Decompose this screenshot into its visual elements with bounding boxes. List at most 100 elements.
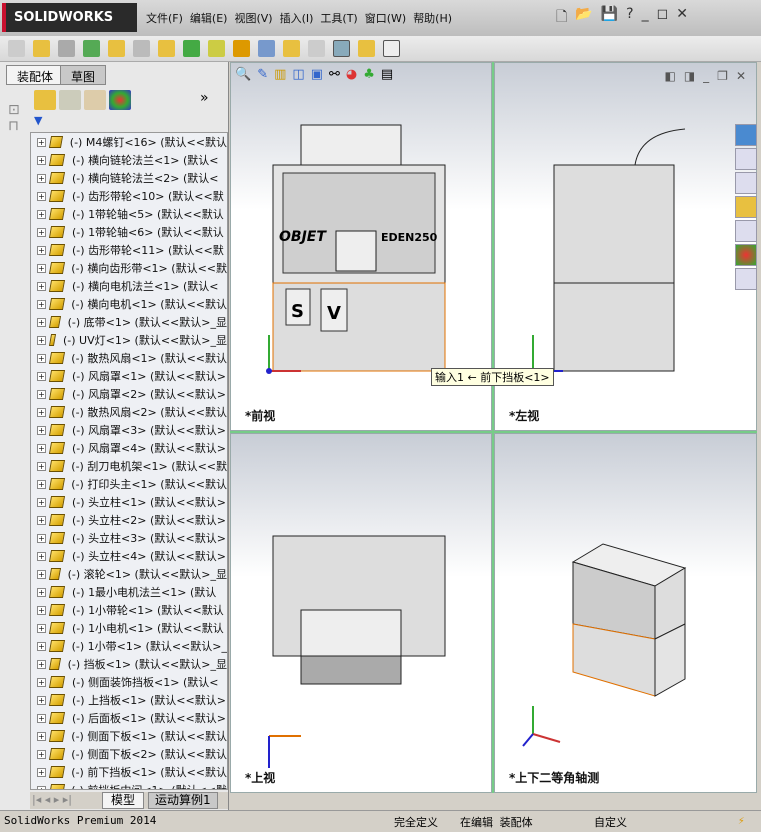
tile-left-icon[interactable]: ◧ [664, 69, 676, 83]
tab-assembly[interactable]: 装配体 [6, 65, 65, 85]
tree-item[interactable]: +(-) 风扇罩<4> (默认<<默认> [31, 439, 227, 457]
expand-icon[interactable]: + [37, 749, 46, 759]
display-style-icon[interactable]: ⚯ [328, 67, 340, 82]
expand-icon[interactable]: + [37, 353, 46, 363]
expand-icon[interactable]: + [37, 659, 46, 669]
tree-item[interactable]: +(-) 散热风扇<2> (默认<<默认 [31, 403, 227, 421]
expand-icon[interactable]: + [37, 137, 46, 147]
tree-item[interactable]: +(-) M4螺钉<16> (默认<<默认 [31, 133, 227, 151]
menu-window[interactable]: 窗口(W) [364, 12, 407, 25]
expand-icon[interactable]: + [37, 713, 46, 723]
expand-icon[interactable]: + [37, 263, 46, 273]
feature-manager-icon[interactable] [34, 90, 56, 110]
exploded-view-icon[interactable] [283, 40, 300, 57]
tree-item[interactable]: +(-) 风扇罩<2> (默认<<默认> [31, 385, 227, 403]
tree-item[interactable]: +(-) 头立柱<2> (默认<<默认> [31, 511, 227, 529]
expand-icon[interactable]: + [37, 299, 46, 309]
custom-properties-icon[interactable] [735, 268, 757, 290]
filter-icon[interactable]: ▼ [34, 114, 43, 127]
tree-item[interactable]: +(-) 1带轮轴<5> (默认<<默认 [31, 205, 227, 223]
home-icon[interactable] [735, 148, 757, 170]
show-hidden-icon[interactable] [158, 40, 175, 57]
new-motion-study-icon[interactable] [233, 40, 250, 57]
component-icon[interactable] [8, 40, 25, 57]
tree-item[interactable]: +(-) 后面板<1> (默认<<默认> [31, 709, 227, 727]
expand-icon[interactable]: + [37, 767, 46, 777]
tree-item[interactable]: +(-) 1小电机<1> (默认<<默认 [31, 619, 227, 637]
tree-item[interactable]: +(-) 横向电机法兰<1> (默认< [31, 277, 227, 295]
menu-help[interactable]: 帮助(H) [413, 12, 453, 25]
expand-icon[interactable]: + [37, 209, 46, 219]
expand-icon[interactable]: + [37, 551, 46, 561]
expand-icon[interactable]: + [37, 587, 46, 597]
status-units[interactable]: 自定义 [594, 816, 627, 829]
tab-motion-study[interactable]: 运动算例1 [148, 792, 218, 809]
sheet-icon[interactable] [383, 40, 400, 57]
expand-icon[interactable]: + [37, 281, 46, 291]
viewport-isometric[interactable]: *上下二等角轴测 [494, 433, 757, 793]
tree-item[interactable]: +(-) 侧面下板<1> (默认<<默认 [31, 727, 227, 745]
expand-icon[interactable]: + [37, 695, 46, 705]
expand-icon[interactable]: + [37, 389, 46, 399]
sketch-tools-icon[interactable]: ⊡⊓ [8, 102, 20, 134]
tree-item[interactable]: +(-) 横向链轮法兰<1> (默认< [31, 151, 227, 169]
expand-icon[interactable]: + [37, 317, 46, 327]
tree-item[interactable]: +(-) 风扇罩<1> (默认<<默认> [31, 367, 227, 385]
tree-item[interactable]: +(-) UV灯<1> (默认<<默认>_显 [31, 331, 227, 349]
bill-of-materials-icon[interactable] [258, 40, 275, 57]
expand-icon[interactable]: + [37, 497, 46, 507]
tree-item[interactable]: +(-) 横向齿形带<1> (默认<<默 [31, 259, 227, 277]
expand-icon[interactable]: + [37, 407, 46, 417]
mate-icon[interactable] [58, 40, 75, 57]
previous-view-icon[interactable]: ▥ [274, 67, 287, 82]
viewport-top[interactable]: *上视 [230, 433, 492, 793]
expand-icon[interactable]: + [37, 533, 46, 543]
tree-item[interactable]: +(-) 侧面装饰挡板<1> (默认< [31, 673, 227, 691]
expand-chevron-icon[interactable]: » [200, 90, 209, 106]
tree-item[interactable]: +(-) 散热风扇<1> (默认<<默认 [31, 349, 227, 367]
menu-file[interactable]: 文件(F) [146, 12, 183, 25]
tree-item[interactable]: +(-) 上挡板<1> (默认<<默认> [31, 691, 227, 709]
section-view-icon[interactable]: ◫ [292, 67, 305, 82]
smart-fasteners-icon[interactable] [108, 40, 125, 57]
tree-item[interactable]: +(-) 滚轮<1> (默认<<默认>_显 [31, 565, 227, 583]
interference-icon[interactable] [358, 40, 375, 57]
close-icon[interactable]: ✕ [676, 6, 688, 22]
tree-item[interactable]: +(-) 头立柱<3> (默认<<默认> [31, 529, 227, 547]
minimize-icon[interactable]: _ [703, 69, 710, 83]
expand-icon[interactable]: + [37, 155, 46, 165]
expand-icon[interactable]: + [37, 515, 46, 525]
tree-item[interactable]: +(-) 底带<1> (默认<<默认>_显 [31, 313, 227, 331]
expand-icon[interactable]: + [37, 371, 46, 381]
move-component-icon[interactable] [133, 40, 150, 57]
expand-icon[interactable]: + [37, 641, 46, 651]
save-icon[interactable]: 💾 [600, 6, 619, 22]
tree-item[interactable]: +(-) 侧面下板<2> (默认<<默认 [31, 745, 227, 763]
view-palette-icon[interactable] [735, 220, 757, 242]
tree-item[interactable]: +(-) 1最小电机法兰<1> (默认 [31, 583, 227, 601]
viewport-front[interactable]: 🔍 ✎ ▥ ◫ ▣ ⚯ ◕ ♣ ▤ OBJET EDEN250 S V *前视 [230, 62, 492, 431]
design-library-icon[interactable] [735, 172, 757, 194]
tree-item[interactable]: +(-) 1小带轮<1> (默认<<默认 [31, 601, 227, 619]
tree-item[interactable]: +(-) 横向电机<1> (默认<<默认 [31, 295, 227, 313]
menu-insert[interactable]: 插入(I) [279, 12, 314, 25]
help-icon[interactable]: ? [626, 6, 634, 22]
close-icon[interactable]: ✕ [735, 69, 746, 83]
expand-icon[interactable]: + [37, 569, 46, 579]
expand-icon[interactable]: + [37, 479, 46, 489]
expand-icon[interactable]: + [37, 443, 46, 453]
view-settings-icon[interactable]: ▤ [380, 67, 394, 82]
horizontal-splitter[interactable] [230, 431, 757, 433]
new-document-icon[interactable]: 🗋 [556, 9, 568, 25]
view-orientation-icon[interactable]: ▣ [310, 67, 323, 82]
file-explorer-icon[interactable] [735, 196, 757, 218]
expand-icon[interactable]: + [37, 785, 46, 789]
expand-icon[interactable]: + [37, 461, 46, 471]
rebuild-icon[interactable]: ⚡ [738, 814, 745, 827]
appearances-icon[interactable] [735, 244, 757, 266]
expand-icon[interactable]: + [37, 191, 46, 201]
expand-icon[interactable]: + [37, 731, 46, 741]
minimize-icon[interactable]: _ [641, 6, 649, 22]
zoom-to-fit-icon[interactable]: 🔍 [235, 67, 252, 82]
appearance-icon[interactable]: ◕ [345, 67, 358, 82]
